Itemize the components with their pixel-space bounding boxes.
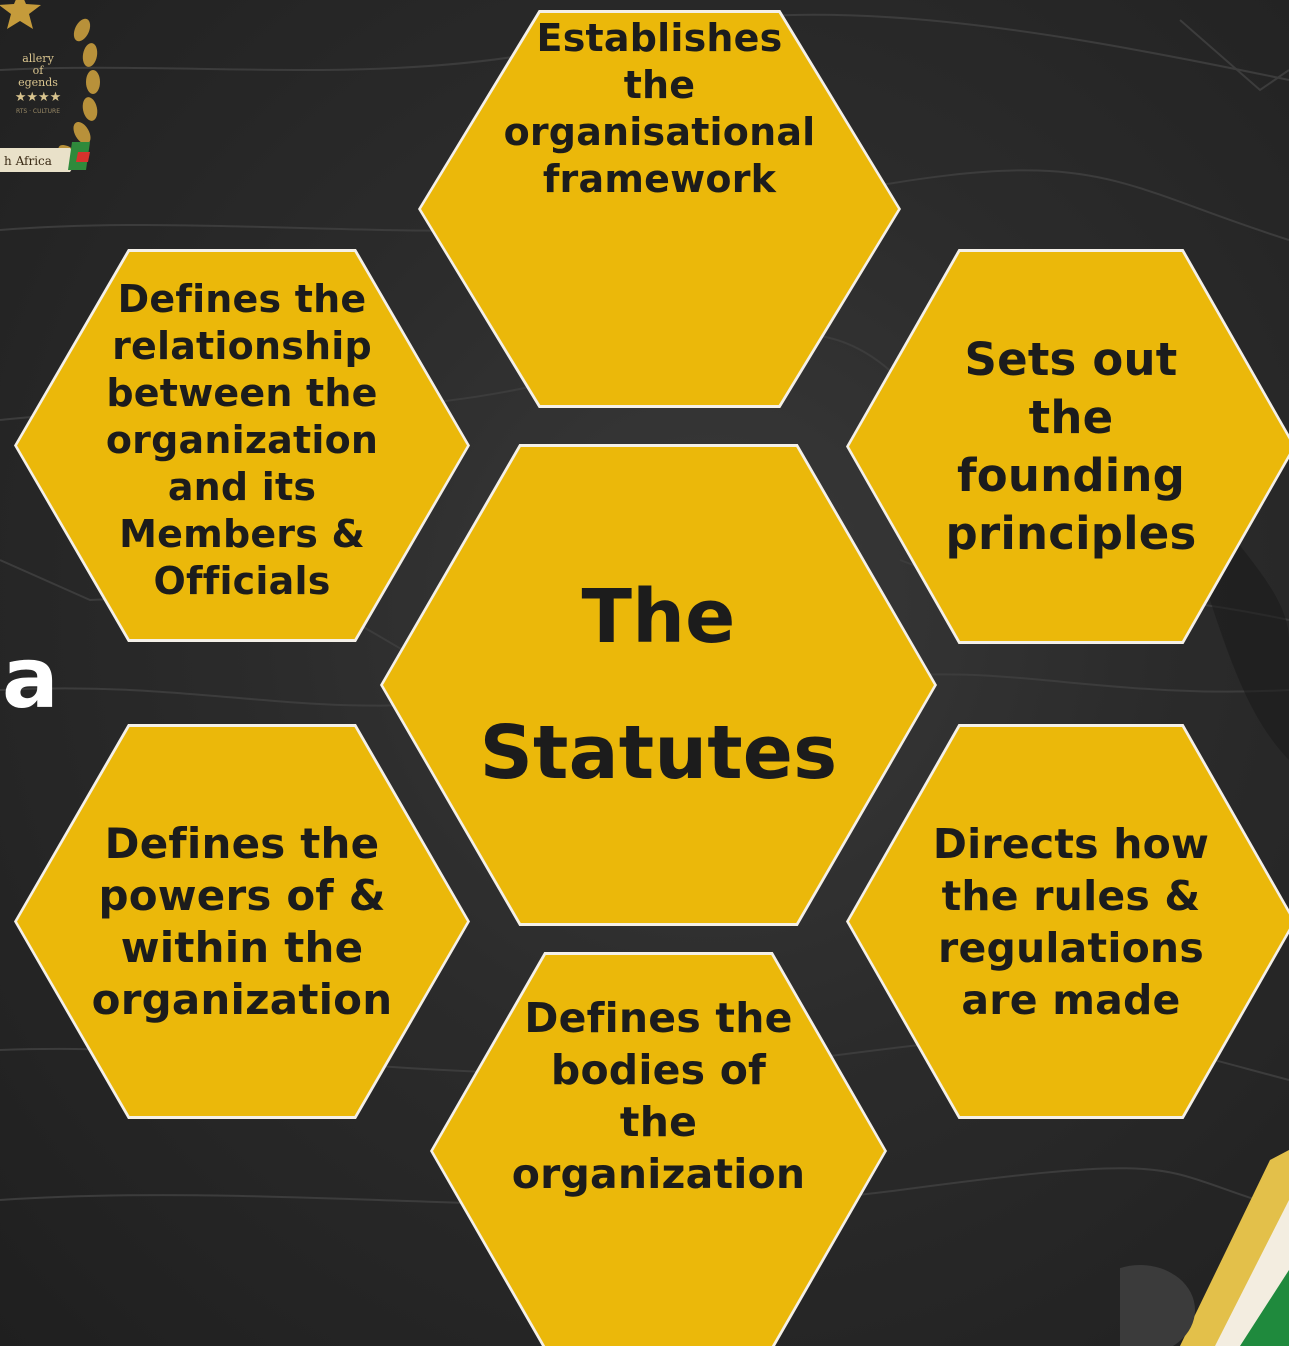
logo-text-line-1: allery <box>22 52 54 65</box>
logo-text-line-3: egends <box>18 76 58 89</box>
logo-stars: ★★★★ <box>15 90 62 105</box>
hexagon-top-right: Sets out the founding principles <box>846 249 1289 644</box>
partial-slide-title-letter: a <box>2 629 59 727</box>
gallery-of-legends-logo: allery of egends ★★★★ RTS · CULTURE h Af… <box>0 0 100 172</box>
logo-text-line-2: of <box>33 64 45 77</box>
flag-graphic <box>1120 1150 1289 1346</box>
logo-country-banner: h Africa <box>4 154 52 168</box>
hexagon-top-left-label: Defines the relationship between the org… <box>105 277 379 603</box>
hexagon-bottom-label: Defines the bodies of the organization <box>511 994 806 1198</box>
hexagon-top-right-label: Sets out the founding principles <box>945 332 1197 560</box>
hexagon-top: Establishes the organisational framework <box>418 10 901 408</box>
hexagon-top-left: Defines the relationship between the org… <box>14 249 470 642</box>
hexagon-top-label: Establishes the organisational framework <box>503 16 816 201</box>
hexagon-bottom-left-label: Defines the powers of & within the organ… <box>91 818 393 1024</box>
logo-text-line-5: RTS · CULTURE <box>16 108 60 115</box>
hexagon-bottom-right-label: Directs how the rules & regulations are … <box>932 819 1210 1024</box>
center-title: The Statutes <box>479 574 838 796</box>
